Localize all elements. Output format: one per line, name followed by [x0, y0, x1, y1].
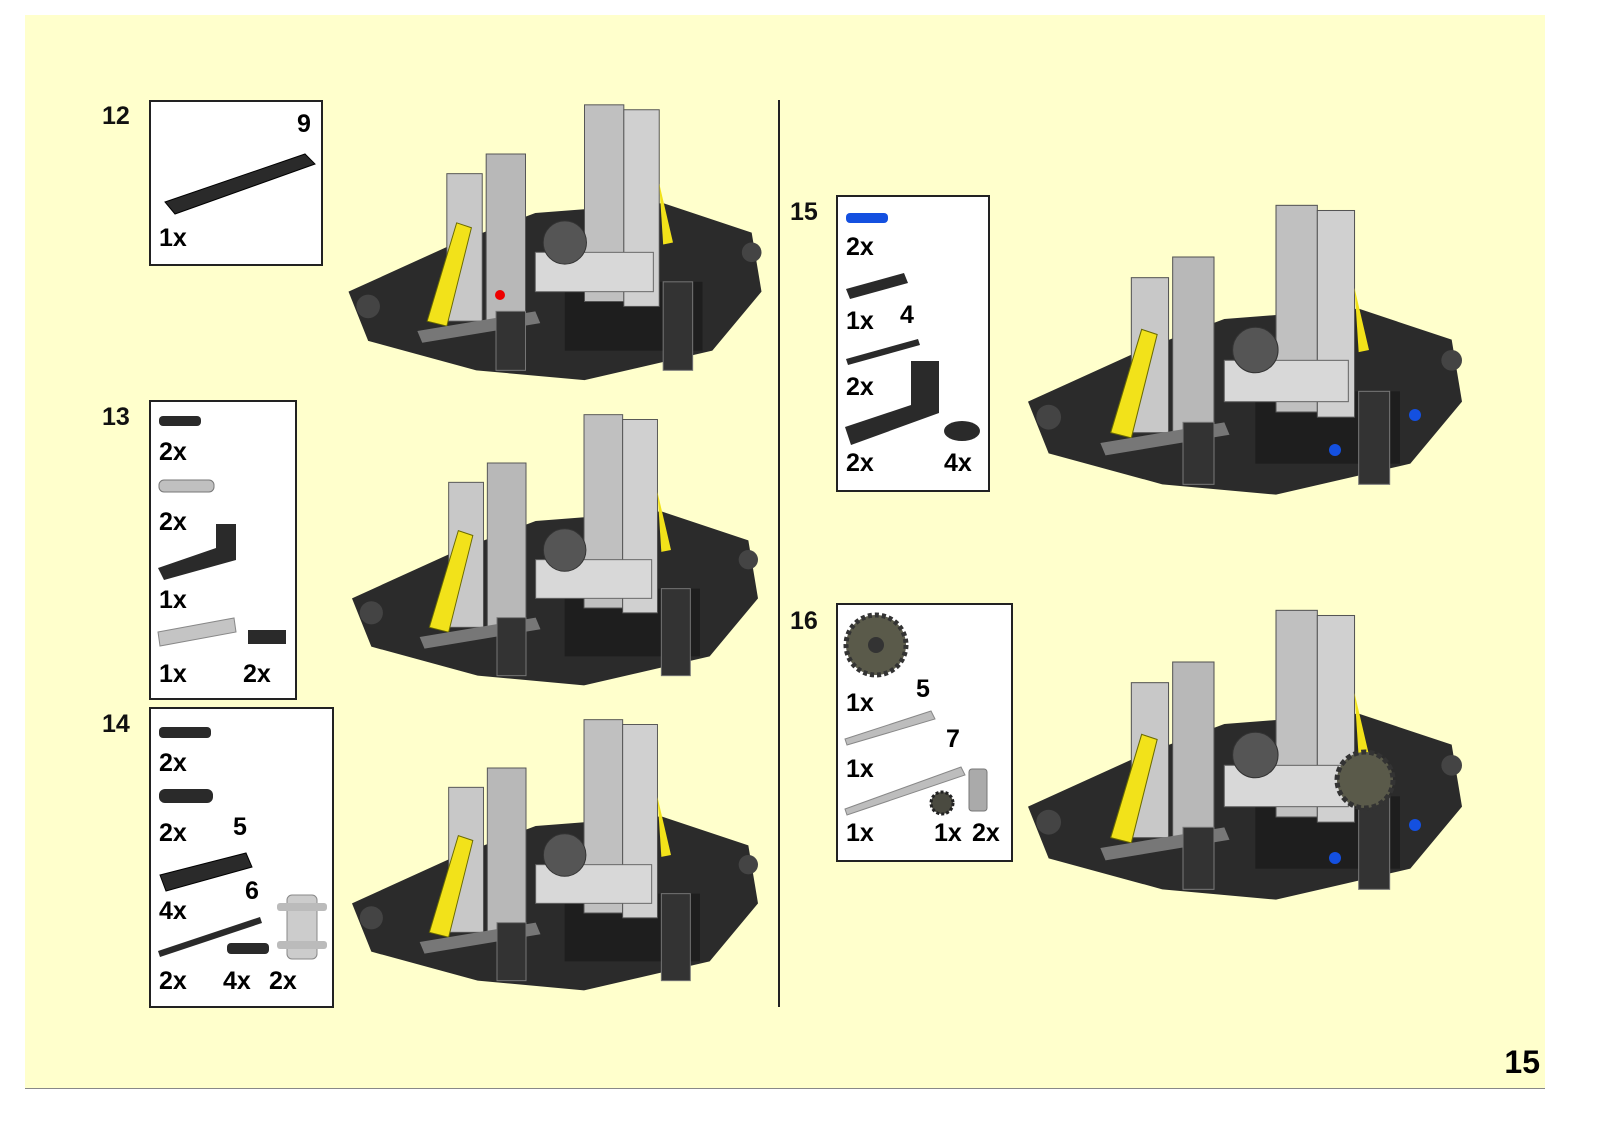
gear-8-icon [929, 790, 955, 816]
beam-9-icon [164, 153, 316, 215]
parts-callout-step-14: 2x 2x 5 4x 6 2x 4x 2x [149, 707, 334, 1008]
black-axle-4-icon [846, 273, 908, 299]
part-count: 2x [159, 438, 187, 466]
model-step-14 [335, 710, 775, 1000]
part-length: 7 [946, 725, 960, 753]
step-number: 13 [102, 403, 130, 431]
black-pin-bush-icon [159, 789, 213, 803]
part-count: 2x [159, 508, 187, 536]
part-count: 1x [159, 224, 187, 252]
page-number: 15 [1504, 1044, 1540, 1080]
black-long-pin-icon [159, 727, 211, 738]
model-step-12 [335, 95, 775, 390]
part-count: 2x [159, 749, 187, 777]
step-number: 12 [102, 102, 130, 130]
step-number: 15 [790, 198, 818, 226]
black-l-beam-icon [845, 361, 939, 445]
part-count: 1x [846, 755, 874, 783]
part-length: 6 [245, 877, 259, 905]
parts-callout-step-12: 9 1x [149, 100, 323, 266]
grey-axle-5-icon [844, 710, 936, 746]
grey-axle-pin-icon [158, 479, 215, 493]
black-l-beam-icon [158, 524, 236, 580]
black-pin-icon [227, 943, 269, 954]
part-count: 2x [159, 819, 187, 847]
part-count: 2x [972, 819, 1000, 847]
model-step-13 [335, 405, 775, 695]
parts-callout-step-16: 1x 5 1x 7 1x 1x 2x [836, 603, 1013, 862]
part-count: 1x [934, 819, 962, 847]
step-number: 16 [790, 607, 818, 635]
black-axle-6-icon [158, 917, 262, 957]
black-axle-icon [846, 339, 920, 365]
model-step-15 [1015, 195, 1475, 505]
part-count: 4x [159, 897, 187, 925]
part-count: 4x [944, 449, 972, 477]
black-pin-icon [159, 416, 201, 426]
blue-axle-pin-icon [846, 213, 888, 223]
column-divider [778, 100, 780, 1007]
part-count: 2x [846, 233, 874, 261]
parts-callout-step-15: 2x 1x 4 2x 2x 4x [836, 195, 990, 492]
part-length: 5 [916, 675, 930, 703]
black-beam-2-icon [944, 421, 980, 441]
part-count: 4x [223, 967, 251, 995]
part-length: 5 [233, 813, 247, 841]
grey-connector-icon [277, 894, 327, 960]
part-count: 2x [269, 967, 297, 995]
part-count: 1x [846, 307, 874, 335]
part-count: 2x [159, 967, 187, 995]
part-count: 1x [159, 586, 187, 614]
part-count: 2x [846, 373, 874, 401]
part-count: 2x [846, 449, 874, 477]
parts-callout-step-13: 2x 2x 1x 1x 2x [149, 400, 297, 700]
part-count: 2x [243, 660, 271, 688]
grey-bush-icon [968, 768, 988, 812]
black-beam-5-icon [159, 852, 253, 892]
part-length: 9 [297, 110, 311, 138]
grey-axle-7-icon [844, 766, 966, 816]
part-count: 1x [846, 819, 874, 847]
model-step-16 [1015, 600, 1475, 910]
part-length: 4 [900, 301, 914, 329]
part-count: 1x [159, 660, 187, 688]
part-count: 1x [846, 689, 874, 717]
gear-24-icon [843, 612, 909, 678]
grey-gear-rack-icon [157, 617, 237, 647]
black-plate-icon [248, 630, 286, 644]
step-number: 14 [102, 710, 130, 738]
